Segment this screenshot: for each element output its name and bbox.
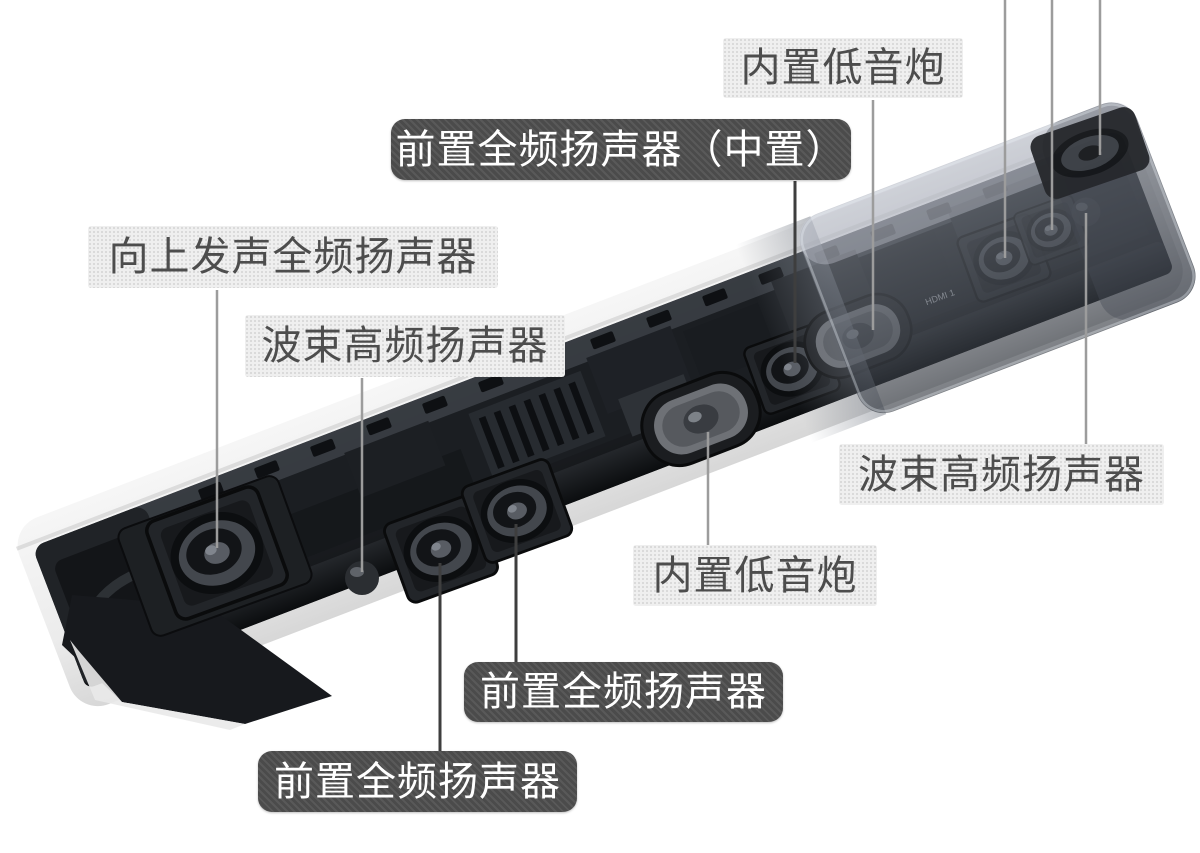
shell-bottom-sliver xyxy=(70,640,245,730)
label-beam-tweeter-right: 波束高频扬声器 xyxy=(839,444,1164,505)
label-subwoofer-top: 内置低音炮 xyxy=(723,38,963,98)
label-front-speaker-right: 前置全频扬声器 xyxy=(464,662,783,722)
label-beam-tweeter-left: 波束高频扬声器 xyxy=(245,315,565,377)
label-upfiring-speaker: 向上发声全频扬声器 xyxy=(88,226,498,288)
label-front-speaker-left: 前置全频扬声器 xyxy=(258,751,577,812)
label-subwoofer-bottom: 内置低音炮 xyxy=(633,545,877,606)
callout-lines xyxy=(215,0,1102,751)
left-end-face xyxy=(62,595,332,724)
label-front-center: 前置全频扬声器（中置） xyxy=(391,119,851,180)
